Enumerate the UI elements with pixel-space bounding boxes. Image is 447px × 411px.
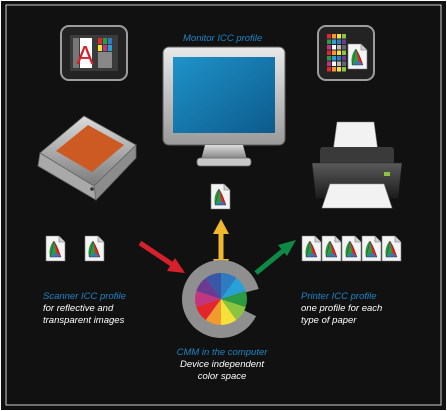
wheel-segment [221, 277, 246, 299]
chart-swatch [332, 34, 336, 39]
wheel-segment [195, 290, 221, 308]
printer-desc-line-2: type of paper [301, 315, 357, 326]
monitor-profile-doc-icon [210, 183, 231, 210]
monitor-profile-label: Monitor ICC profile [183, 33, 263, 44]
chart-swatch [342, 61, 346, 66]
scanner-profile-doc-icon [45, 235, 66, 262]
chart-swatch [332, 61, 336, 66]
chart-swatch [327, 39, 331, 44]
chart-swatch [327, 61, 331, 66]
test-target-icon: A [60, 25, 128, 81]
cmm-label: CMM in the computer [176, 347, 268, 358]
chart-swatch [337, 39, 341, 44]
chart-swatch [327, 45, 331, 50]
scanner-desc-line-1: for reflective and [43, 303, 114, 314]
scanner-arrow [138, 240, 185, 273]
target-letter: A [76, 40, 94, 70]
printer-profile-doc-icon-4 [361, 235, 382, 262]
chart-swatch [337, 56, 341, 61]
inner-frame [5, 4, 442, 406]
cmm-desc-line-1: Device independent [180, 359, 264, 370]
cmm-desc-line-2: color space [197, 371, 247, 382]
printer-profile-doc-icon-5 [381, 235, 402, 262]
printer-profile-label: Printer ICC profile [301, 291, 377, 302]
chart-swatch [327, 34, 331, 39]
chart-swatch [332, 45, 336, 50]
printer-profile-doc-icon-1 [301, 235, 322, 262]
wheel-segment [196, 299, 221, 321]
color-chart-icon [317, 25, 375, 81]
wheel-segment [221, 299, 246, 321]
chart-swatch [342, 34, 346, 39]
chart-swatch [337, 45, 341, 50]
wheel-segment [221, 299, 237, 325]
chart-swatch [342, 50, 346, 55]
scanner-profile-label: Scanner ICC profile [43, 291, 126, 302]
scanner-desc-line-2: transparent images [43, 315, 125, 326]
chart-swatch [332, 39, 336, 44]
cmm-color-wheel-icon [182, 260, 266, 338]
printer-icon [311, 121, 403, 209]
chart-swatch [342, 45, 346, 50]
wheel-segment [221, 290, 248, 308]
wheel-segment [205, 273, 221, 299]
printer-desc-line-1: one profile for each [301, 303, 383, 314]
printer-arrow [254, 240, 296, 275]
wheel-segment [221, 273, 237, 299]
chart-profile-doc-icon [347, 43, 368, 70]
chart-swatch [337, 61, 341, 66]
chart-swatch [327, 67, 331, 72]
chart-swatch [332, 67, 336, 72]
chart-swatch [332, 50, 336, 55]
chart-swatch [342, 67, 346, 72]
chart-swatch [327, 50, 331, 55]
printer-profile-doc-icon-3 [341, 235, 362, 262]
chart-swatch [337, 34, 341, 39]
scanner-icon [37, 115, 137, 201]
wheel-segment [205, 299, 221, 325]
wheel-segment [196, 277, 221, 299]
scanner-profile-doc-icon-2 [84, 235, 105, 262]
printer-profile-doc-icon-2 [321, 235, 342, 262]
chart-swatch [337, 67, 341, 72]
chart-swatch [342, 39, 346, 44]
chart-swatch [332, 56, 336, 61]
chart-swatch [327, 56, 331, 61]
monitor-icon [162, 46, 286, 167]
chart-swatch [337, 50, 341, 55]
chart-swatch [342, 56, 346, 61]
